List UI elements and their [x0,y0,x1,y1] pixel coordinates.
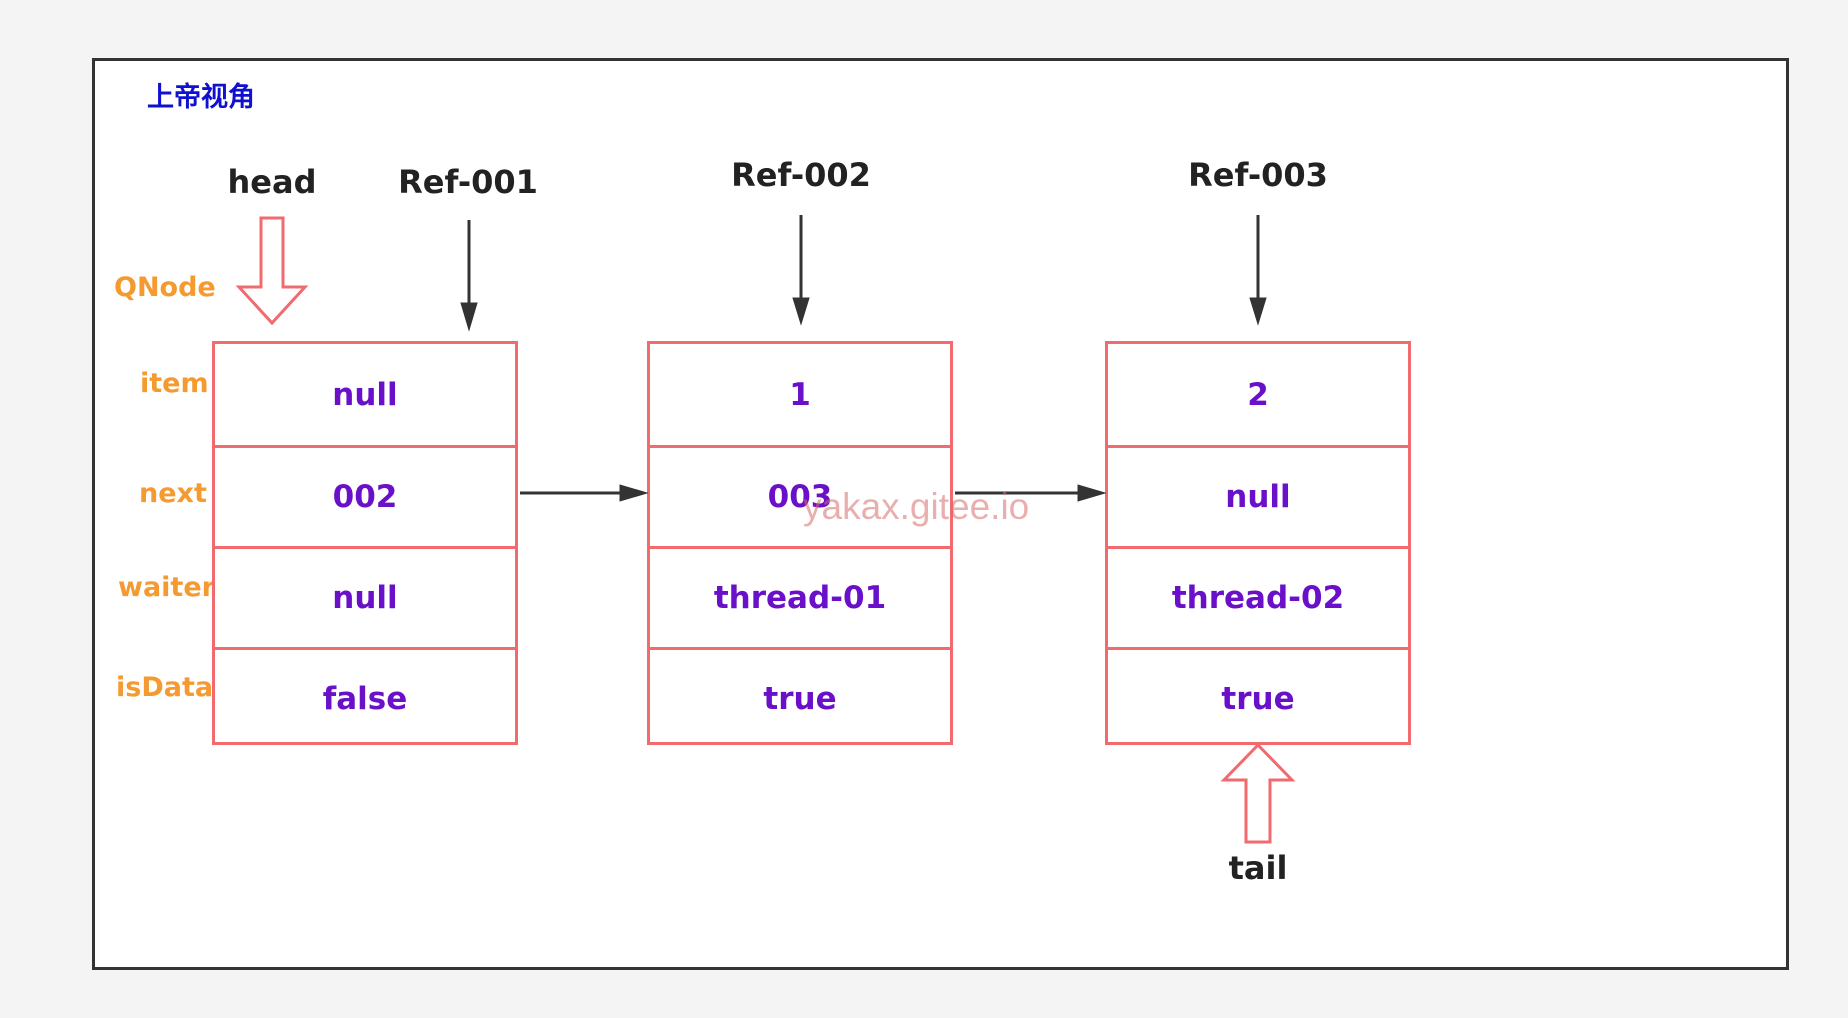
waiter-cell: thread-01 [650,546,950,647]
next-cell: 003 [650,445,950,546]
next-link-arrow [520,484,649,502]
tail-pointer-label: tail [1228,849,1288,887]
ref-arrow-002 [792,215,810,326]
node-ref-label: Ref-002 [731,156,871,194]
head-pointer-arrow [235,216,309,326]
field-label-item: item [140,368,209,399]
field-label-waiter: waiter [118,572,215,603]
field-label-next: next [139,478,207,509]
item-cell: null [332,376,398,413]
qnode-box: 1 003 thread-01 true [647,341,953,745]
waiter-cell: thread-02 [1108,546,1408,647]
field-label-isdata: isData [116,672,214,703]
isdata-cell: true [1108,647,1408,748]
ref-arrow-003 [1249,215,1267,326]
next-cell: null [1108,445,1408,546]
item-cell: 2 [1247,376,1269,413]
next-link-arrow [955,484,1107,502]
watermark-text: yakax.gitee.io [803,486,1030,527]
item-cell: 1 [789,376,811,413]
tail-pointer-arrow [1220,742,1296,844]
node-ref-label: Ref-001 [398,163,538,201]
qnode-type-label: QNode [114,272,216,303]
isdata-cell: false [215,647,515,748]
diagram-title: 上帝视角 [147,82,255,113]
waiter-cell: null [215,546,515,647]
ref-arrow-001 [460,220,478,332]
node-ref-label: Ref-003 [1188,156,1328,194]
head-pointer-label: head [227,163,317,201]
qnode-box: null 002 null false [212,341,518,745]
isdata-cell: true [650,647,950,748]
next-cell: 002 [215,445,515,546]
